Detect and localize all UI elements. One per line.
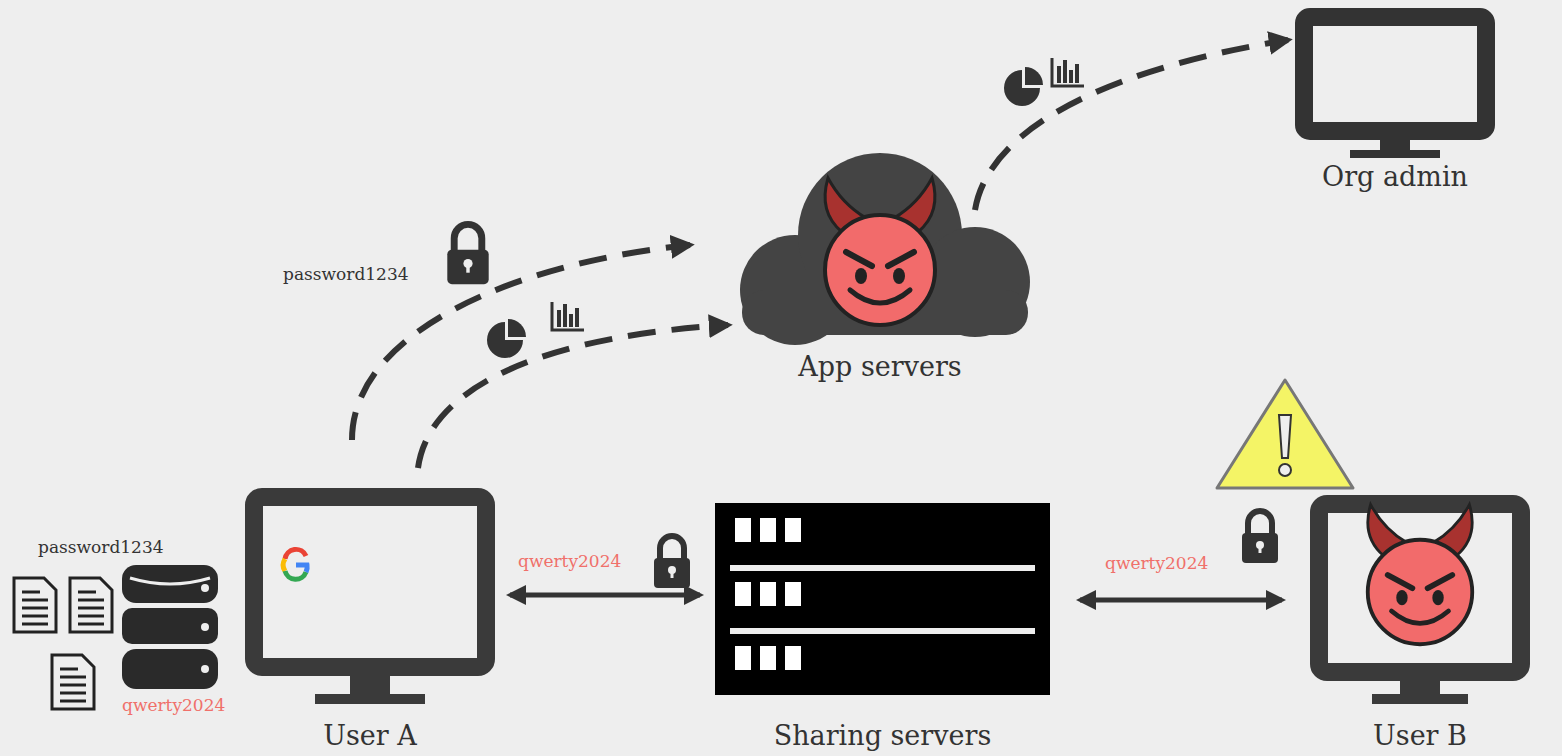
node-label: Org admin (1322, 161, 1468, 192)
cloud (740, 153, 1030, 345)
edge-label: qwerty2024 (1105, 553, 1208, 573)
org-admin-monitor (1304, 17, 1486, 158)
dashed-arrow (975, 40, 1288, 210)
google-logo (283, 549, 307, 579)
node-label: Sharing servers (774, 720, 992, 751)
dashed-arrow (418, 325, 728, 468)
bar-chart-icon (1052, 58, 1084, 86)
user-node: User B (1300, 495, 1540, 756)
pie-icon (487, 319, 526, 358)
user-b-monitor (1319, 504, 1521, 704)
edge-label: qwerty2024 (518, 551, 621, 571)
documents (14, 578, 112, 709)
data-label: password1234 (38, 537, 164, 557)
double-arrow (1080, 598, 1282, 603)
edge-label: password1234 (283, 264, 409, 284)
pie-icon (1004, 67, 1043, 106)
bar-chart-icon (552, 302, 584, 330)
org-admin-node: Org admin (1270, 5, 1520, 200)
node-label: App servers (798, 351, 961, 382)
warning-sign (1217, 380, 1353, 488)
user-a-monitor (254, 497, 486, 704)
database (122, 565, 218, 689)
lock-icon (447, 224, 488, 284)
lock-icon (1242, 511, 1278, 563)
devil-emoji (1368, 505, 1473, 645)
app-servers-node: App servers (730, 180, 1030, 385)
data-label: qwerty2024 (122, 695, 225, 715)
double-arrow (510, 593, 700, 598)
user-node: User A (245, 488, 495, 756)
node-label: User B (1373, 720, 1467, 751)
server-rack (715, 503, 1050, 695)
sharing-servers-node: Sharing servers (715, 500, 1050, 756)
lock-icon (654, 536, 690, 588)
devil-emoji (825, 178, 935, 325)
node-label: User A (323, 720, 417, 751)
